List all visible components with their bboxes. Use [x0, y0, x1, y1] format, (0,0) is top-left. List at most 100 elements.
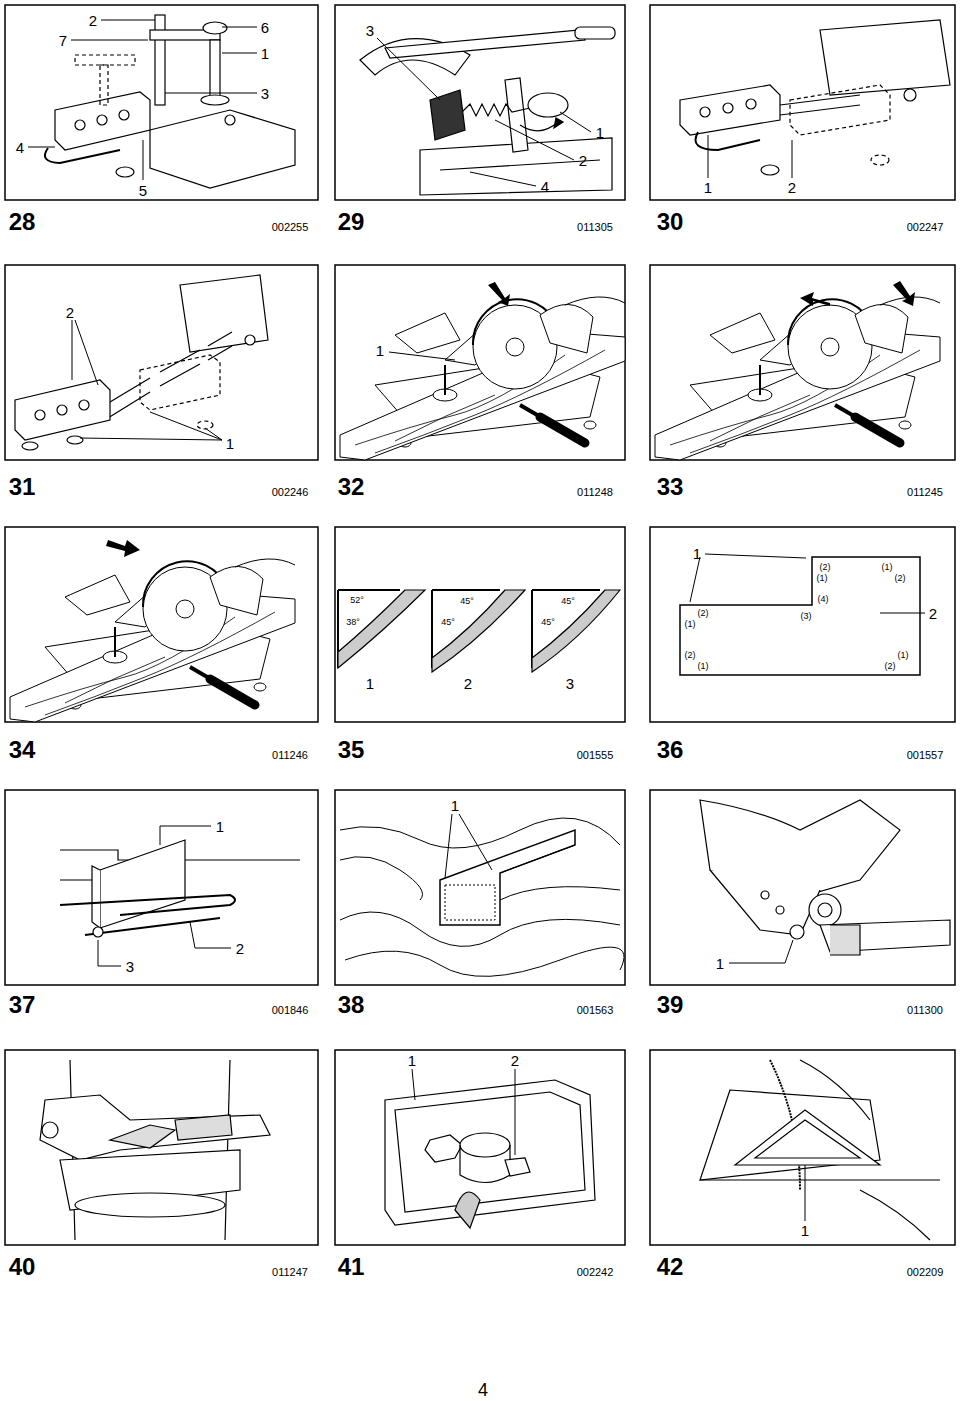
- leader-line: [75, 320, 98, 385]
- leader-line: [445, 814, 452, 878]
- vise-drawing: [203, 22, 227, 34]
- corner-label: (1): [882, 563, 893, 572]
- holder-drawing: [15, 380, 110, 440]
- vise-drawing: [45, 15, 295, 188]
- figure-number: 34: [9, 738, 36, 762]
- lock-pin-drawing: [818, 903, 832, 917]
- vertical-vise-drawing: [575, 27, 615, 39]
- blade-square-drawing: [700, 1179, 940, 1180]
- leader-line: [28, 147, 55, 148]
- fence-drawing: [92, 866, 100, 928]
- figure-code: 001846: [272, 1005, 309, 1016]
- leader-line: [222, 27, 257, 28]
- leader-line: [792, 140, 793, 178]
- leader-line: [72, 320, 73, 380]
- holder-drawing: [79, 400, 89, 410]
- carrying-drawing: [175, 1115, 232, 1140]
- holder-drawing: [67, 436, 83, 444]
- figure-number: 31: [9, 475, 36, 499]
- callout-number: 1: [216, 819, 224, 834]
- saw-drawing: [340, 297, 625, 460]
- vertical-vise-drawing: [385, 30, 585, 58]
- leader-line: [708, 135, 709, 178]
- angle-label: 38°: [346, 618, 360, 627]
- holder-drawing: [820, 20, 950, 95]
- callout-number: 7: [59, 33, 67, 48]
- leader-line: [71, 40, 148, 41]
- callout-number: 1: [408, 1053, 416, 1068]
- leader-line: [205, 428, 222, 440]
- angle-label: 45°: [561, 597, 575, 606]
- storage-tray-drawing: [385, 1080, 595, 1228]
- figure-number: 37: [9, 993, 36, 1017]
- vertical-vise-drawing: [440, 160, 600, 170]
- callout-number: 4: [16, 140, 24, 155]
- fence-drawing: [60, 840, 300, 937]
- panel-frame: [5, 790, 318, 985]
- leader-line: [690, 557, 700, 602]
- leader-line: [705, 554, 806, 558]
- motion-arrow: [106, 540, 140, 557]
- vise-drawing: [210, 40, 220, 98]
- saw-drawing: [655, 297, 940, 460]
- holder-drawing: [680, 85, 780, 135]
- callout-number: 2: [464, 676, 472, 691]
- blade-square-drawing: [700, 1090, 880, 1180]
- leader-line: [190, 922, 231, 948]
- figure-number: 30: [657, 210, 684, 234]
- storage-tray-drawing: [395, 1092, 585, 1212]
- vise-drawing: [100, 65, 108, 105]
- leader-line: [412, 1069, 415, 1100]
- holder-drawing: [197, 421, 213, 429]
- vise-drawing: [155, 15, 165, 105]
- callout-number: 1: [693, 546, 701, 561]
- callout-number: 6: [261, 20, 269, 35]
- corner-label: (3): [801, 612, 812, 621]
- motion-arrow: [488, 282, 510, 306]
- figure-code: 002255: [272, 222, 309, 233]
- blade-square-drawing: [735, 1110, 880, 1165]
- panel-frame: [5, 5, 955, 1245]
- blade-square-drawing: [800, 1060, 870, 1120]
- holder-drawing: [790, 85, 890, 135]
- lock-pin-drawing: [830, 925, 860, 955]
- panel-frame: [650, 790, 955, 985]
- callout-number: 3: [261, 86, 269, 101]
- lock-pin-drawing: [761, 891, 769, 899]
- vertical-vise-drawing: [430, 90, 465, 140]
- corner-label: (4): [818, 595, 829, 604]
- figure-code: 001563: [577, 1005, 614, 1016]
- corner-label: (2): [895, 574, 906, 583]
- figure-code: 001557: [907, 750, 944, 761]
- vise-drawing: [97, 115, 107, 125]
- callout-number: 1: [704, 180, 712, 195]
- callout-number: 2: [929, 606, 937, 621]
- leader-line: [80, 438, 222, 440]
- vise-drawing: [116, 167, 134, 177]
- figure-number: 28: [9, 210, 36, 234]
- leader-line: [72, 320, 222, 440]
- holder-drawing: [700, 107, 710, 117]
- figure-code: 011300: [907, 1005, 943, 1016]
- panel-frame: [335, 5, 625, 200]
- storage-tray-drawing: [460, 1133, 510, 1157]
- callout-number: 2: [66, 305, 74, 320]
- lock-pin-drawing: [710, 870, 820, 935]
- panel-frame: [5, 5, 318, 200]
- fence-drawing: [100, 840, 185, 928]
- leader-line: [101, 20, 155, 21]
- leader-line: [729, 940, 793, 963]
- storage-tray-drawing: [505, 1158, 530, 1176]
- carrying-drawing: [40, 1060, 270, 1240]
- storage-tray-drawing: [425, 1135, 462, 1162]
- vertical-vise-drawing: [520, 122, 558, 131]
- saw-drawing: [10, 559, 295, 722]
- leader-line: [690, 554, 925, 613]
- panel-frame: [5, 1050, 318, 1245]
- panel-frame: [335, 527, 625, 722]
- leader-line: [377, 38, 591, 186]
- figure-number: 39: [657, 993, 684, 1017]
- figure-code: 002246: [272, 487, 309, 498]
- leader-line: [165, 93, 257, 94]
- vise-drawing: [225, 115, 235, 125]
